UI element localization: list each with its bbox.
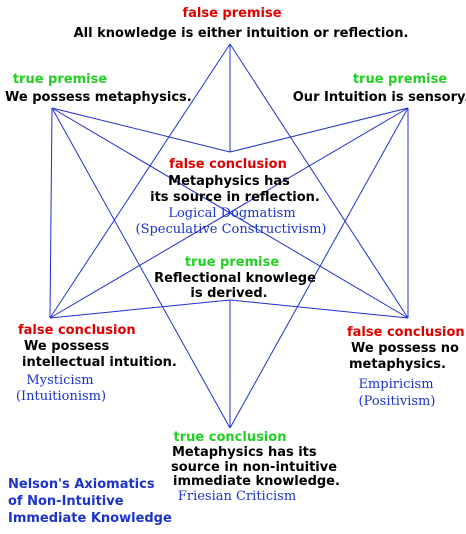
- edge-upperright-centerupper: [229, 107, 409, 153]
- lower-left-tag: false conclusion: [18, 323, 136, 338]
- center-lower-tag: true premise: [184, 255, 280, 270]
- center-upper-tag: false conclusion: [169, 157, 287, 172]
- center-upper-school-alt: (Speculative Constructivism): [135, 222, 327, 237]
- upper-left-text: We possess metaphysics.: [5, 90, 192, 105]
- edge-upperleft-centerupper: [51, 107, 231, 153]
- lower-left-line1: We possess: [24, 339, 110, 354]
- top-tag: false premise: [182, 6, 282, 21]
- edge-top-lowerleft: [49, 43, 231, 319]
- center-upper-line1: Metaphysics has: [168, 174, 290, 189]
- lower-right-school-alt: (Positivism): [358, 394, 436, 409]
- center-upper-school: Logical Dogmatism: [168, 206, 296, 221]
- lower-left-school: Mysticism: [26, 373, 94, 388]
- edge-upperright-lowerleft: [49, 107, 409, 319]
- center-lower-line2: is derived.: [190, 286, 268, 301]
- lower-left-school-alt: (Intuitionism): [15, 389, 107, 404]
- bottom-line1: Metaphysics has its: [172, 445, 317, 460]
- edge-upperright-bottom: [229, 107, 409, 429]
- edge-upperleft-bottom: [51, 107, 231, 429]
- lower-left-line2: intellectual intuition.: [22, 355, 177, 370]
- edge-lowerleft-centerlower: [49, 299, 231, 319]
- bottom-line3: immediate knowledge.: [173, 474, 340, 489]
- center-lower-line1: Reflectional knowlege: [154, 271, 316, 286]
- edge-upperleft-lowerleft: [49, 107, 53, 319]
- caption-line3: Immediate Knowledge: [8, 511, 172, 526]
- lower-right-line1: We possess no: [351, 341, 459, 356]
- edge-upperleft-lowerright: [51, 107, 409, 319]
- lower-right-tag: false conclusion: [347, 325, 465, 340]
- edge-lowerright-centerlower: [229, 299, 409, 319]
- edge-top-lowerright: [229, 43, 409, 319]
- upper-right-tag: true premise: [352, 72, 448, 87]
- caption-line1: Nelson's Axiomatics: [8, 477, 155, 492]
- bottom-school: Friesian Criticism: [177, 489, 297, 504]
- caption-line2: of Non-Intuitive: [8, 494, 124, 509]
- center-upper-line2: its source in reflection.: [150, 190, 320, 205]
- lower-right-school: Empiricism: [358, 377, 434, 392]
- upper-left-tag: true premise: [12, 72, 108, 87]
- bottom-line2: source in non-intuitive: [171, 460, 338, 475]
- top-text: All knowledge is either intuition or ref…: [73, 26, 409, 41]
- bottom-tag: true conclusion: [173, 430, 287, 445]
- lower-right-line2: metaphysics.: [349, 357, 446, 372]
- upper-right-text: Our Intuition is sensory.: [292, 90, 466, 105]
